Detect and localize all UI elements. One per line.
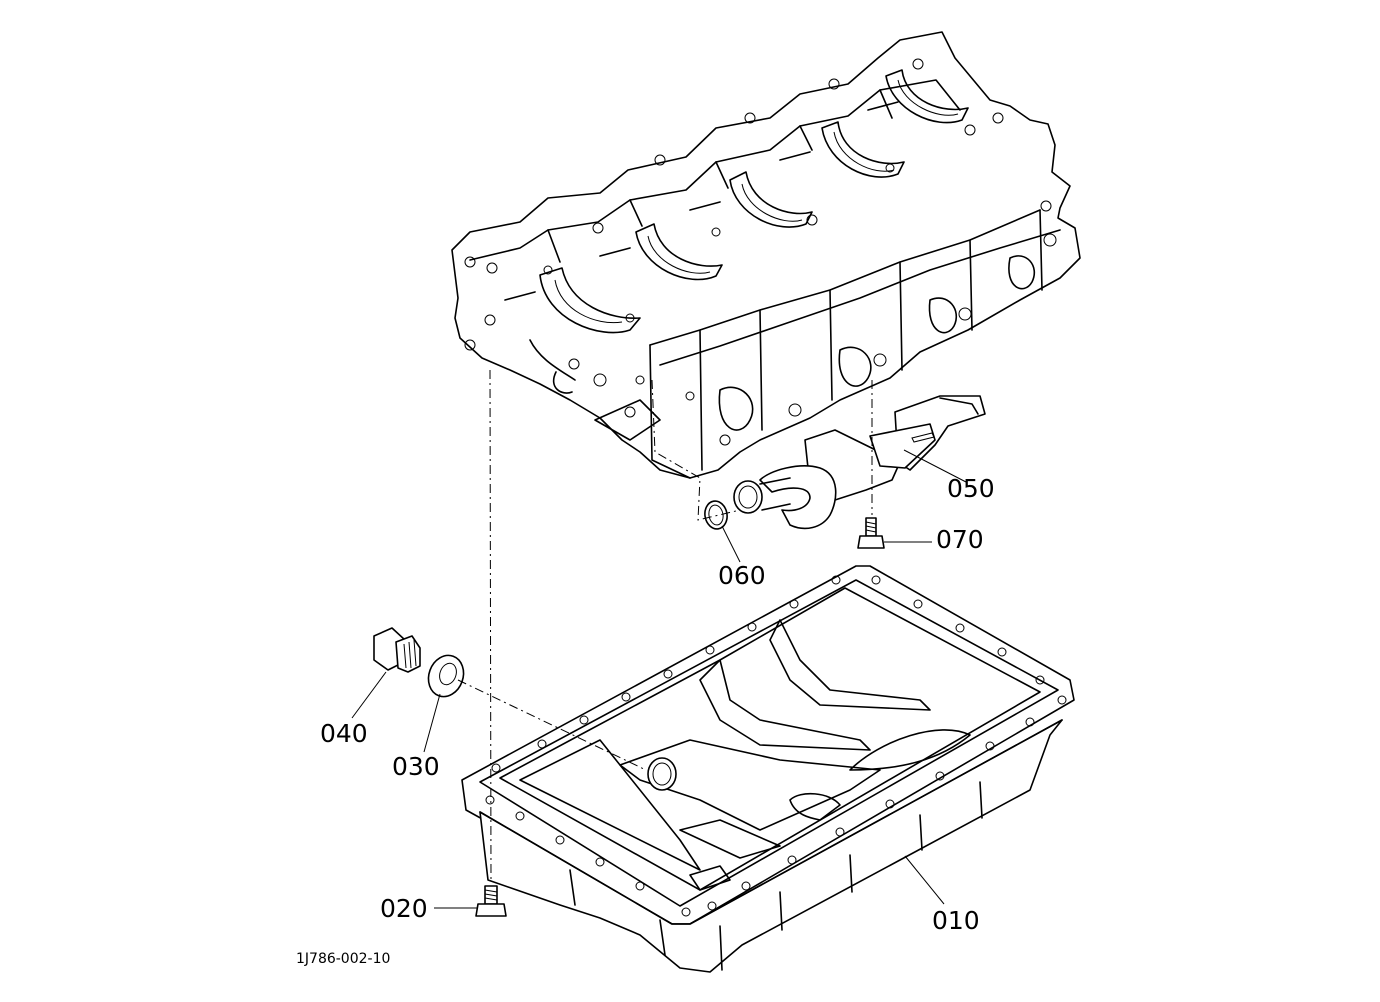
leader-lines [351,369,967,909]
callout-060: 060 [718,561,766,590]
callout-010: 010 [932,906,980,935]
diagram-reference-code: 1J786-002-10 [296,951,390,967]
callout-050: 050 [947,474,995,503]
bolt-part-070 [857,517,885,549]
callout-070: 070 [936,525,984,554]
callout-020: 020 [380,894,428,923]
callout-030: 030 [392,752,440,781]
washer-part-030 [427,654,465,698]
oil-strainer-part-050 [733,395,986,530]
drain-plug-part-040 [373,627,421,673]
o-ring-part-060 [704,500,728,530]
oil-pan-part-010 [461,565,1075,973]
callout-040: 040 [320,719,368,748]
cylinder-block [451,31,1081,479]
bolt-part-020 [475,885,507,917]
